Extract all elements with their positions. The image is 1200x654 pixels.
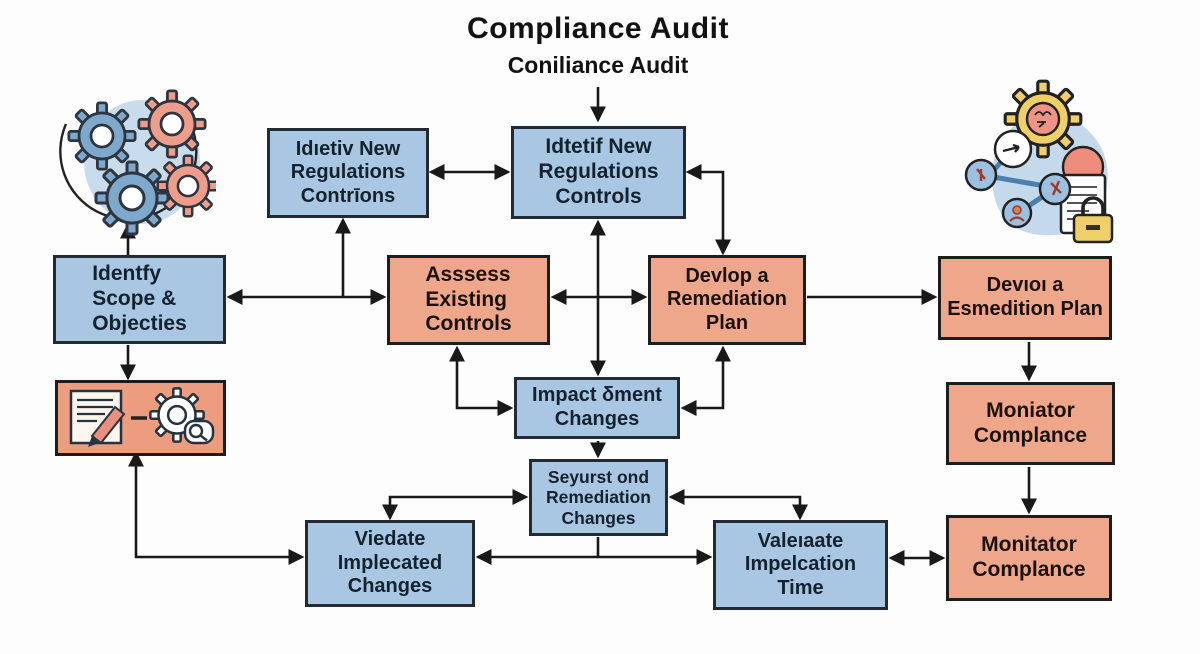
node-label: Valeıaate Impelcation Time bbox=[744, 529, 857, 599]
page-subtitle: Coniliance Audit bbox=[507, 52, 689, 78]
gear-icon bbox=[156, 154, 216, 218]
compliance-process-illustration bbox=[964, 79, 1114, 244]
person-icon bbox=[976, 168, 986, 181]
gear-icon bbox=[137, 89, 207, 159]
person-icon bbox=[1012, 205, 1022, 215]
padlock-icon bbox=[1072, 196, 1114, 244]
node-viedate-implecated-changes: Viedate Implecated Changes bbox=[305, 520, 475, 607]
pencil-icon bbox=[1050, 180, 1062, 196]
document-pencil-icon bbox=[69, 389, 125, 447]
brain-circle bbox=[1025, 101, 1061, 137]
node-impact-changes: Impact δment Changes bbox=[514, 377, 680, 439]
review-icons-graphic bbox=[69, 387, 214, 447]
gears-illustration bbox=[59, 89, 216, 236]
node-identiv-new-regulations: Idıetiv New Regulations Contrīons bbox=[267, 128, 429, 218]
node-label: Seyurst ond Remediation Changes bbox=[545, 466, 652, 528]
node-label: Idıetiv New Regulations Contrīons bbox=[290, 137, 406, 207]
node-label: Devıoı a Esmedition Plan bbox=[947, 274, 1103, 320]
node-label: Impact δment Changes bbox=[532, 384, 662, 430]
brain-icon bbox=[1034, 111, 1052, 128]
gear-icon bbox=[94, 160, 170, 236]
node-label: Asssess Existing Controls bbox=[425, 262, 512, 336]
node-label: Moniator Complance bbox=[973, 398, 1088, 447]
diagram-header: Compliance Audit Coniliance Audit bbox=[358, 12, 838, 79]
node-label: Viedate Implecated Changes bbox=[337, 528, 443, 598]
person-shoulders bbox=[1009, 216, 1025, 222]
node-devlop-remediation-plan: Devlop a Remediation Plan bbox=[648, 255, 806, 345]
gear-magnifier-icon bbox=[148, 387, 214, 445]
node-monitator-complance: Monitator Complance bbox=[946, 515, 1112, 601]
node-valeiaate-impelcation-time: Valeıaate Impelcation Time bbox=[713, 520, 888, 610]
node-label: Devlop a Remediation Plan bbox=[666, 264, 788, 334]
node-devioi-esmedition-plan: Devıoı a Esmedition Plan bbox=[938, 256, 1112, 340]
node-idtetif-new-regulations-controls: Idtetif New Regulations Controls bbox=[511, 126, 686, 219]
node-moniator-complance: Moniator Complance bbox=[946, 382, 1115, 465]
node-review-icons bbox=[55, 380, 226, 456]
node-label: Monitator Complance bbox=[972, 533, 1086, 581]
node-seyurst-remediation-changes: Seyurst ond Remediation Changes bbox=[529, 459, 668, 536]
page-title: Compliance Audit bbox=[467, 12, 729, 45]
gear-icon bbox=[67, 101, 137, 171]
node-label: Idtetif New Regulations Controls bbox=[538, 135, 659, 208]
arrow-icon bbox=[1002, 143, 1020, 153]
node-asssess-existing-controls: Asssess Existing Controls bbox=[387, 255, 550, 345]
node-label: Identfy Scope & Objecties bbox=[92, 262, 187, 335]
node-identfy-scope-objecties: Identfy Scope & Objecties bbox=[53, 255, 226, 344]
